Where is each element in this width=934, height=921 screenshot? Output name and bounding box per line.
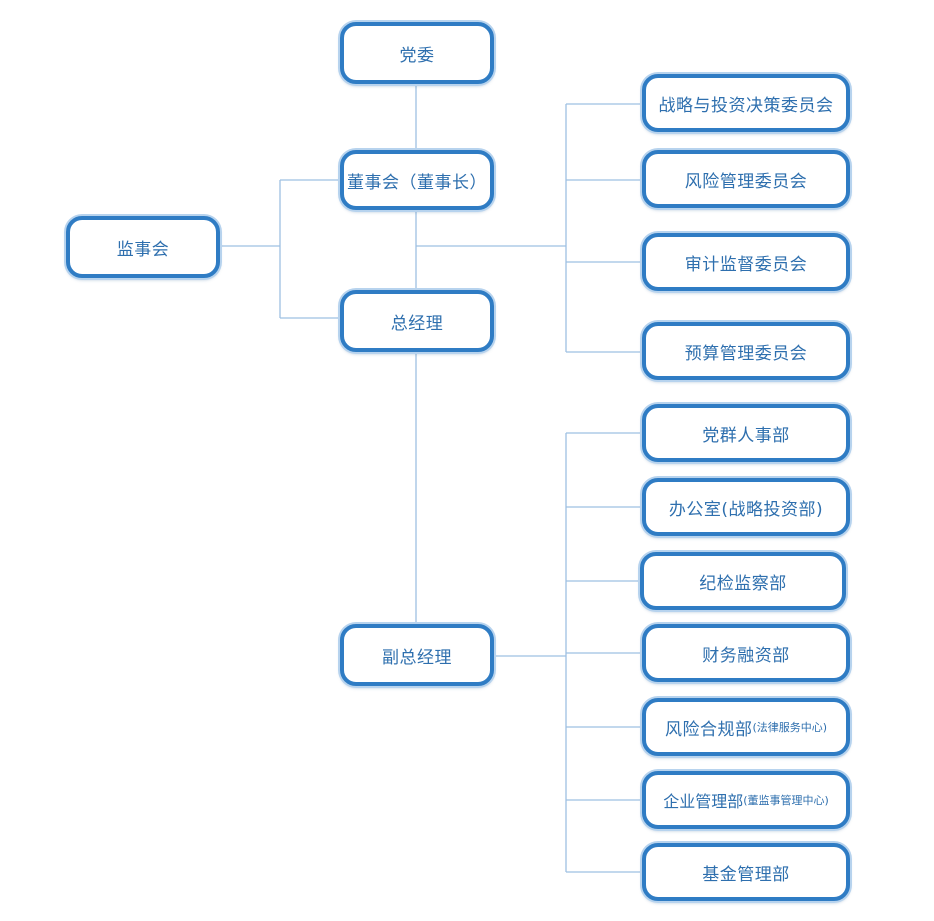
- node-discipline-department: 纪检监察部: [640, 552, 846, 610]
- node-label: 企业管理部: [663, 792, 744, 811]
- node-label: 副总经理: [382, 647, 452, 668]
- node-supervisory-board: 监事会: [66, 216, 220, 278]
- node-sublabel: (法律服务中心): [752, 721, 828, 734]
- node-enterprise-management-department: 企业管理部(董监事管理中心): [642, 771, 850, 829]
- node-label: 办公室(战略投资部): [668, 499, 824, 520]
- node-label: 风险合规部: [664, 719, 753, 740]
- node-fund-management-department: 基金管理部: [642, 843, 850, 901]
- node-audit-supervision-committee: 审计监督委员会: [642, 233, 850, 291]
- node-strategy-investment-committee: 战略与投资决策委员会: [642, 74, 850, 132]
- node-label: 监事会: [116, 239, 170, 260]
- node-label: 财务融资部: [702, 645, 790, 666]
- node-party-committee: 党委: [340, 22, 494, 84]
- node-label: 党委: [399, 45, 435, 66]
- node-finance-department: 财务融资部: [642, 624, 850, 682]
- node-party-hr-department: 党群人事部: [642, 404, 850, 462]
- node-label: 风险管理委员会: [684, 171, 808, 192]
- node-label: 总经理: [390, 313, 444, 334]
- node-label: 纪检监察部: [699, 573, 787, 594]
- node-deputy-general-manager: 副总经理: [340, 624, 494, 686]
- node-label: 战略与投资决策委员会: [658, 95, 834, 116]
- node-label: 基金管理部: [702, 864, 790, 885]
- node-risk-management-committee: 风险管理委员会: [642, 150, 850, 208]
- node-board: 董事会（董事长）: [340, 150, 494, 210]
- node-sublabel: (董监事管理中心): [743, 794, 829, 807]
- node-general-manager: 总经理: [340, 290, 494, 352]
- node-risk-compliance-department: 风险合规部(法律服务中心): [642, 698, 850, 756]
- node-label: 董事会（董事长）: [347, 172, 487, 193]
- node-label: 预算管理委员会: [684, 343, 808, 364]
- node-budget-management-committee: 预算管理委员会: [642, 322, 850, 380]
- node-label: 党群人事部: [702, 425, 790, 446]
- node-office-department: 办公室(战略投资部): [642, 478, 850, 536]
- node-label: 审计监督委员会: [684, 254, 808, 275]
